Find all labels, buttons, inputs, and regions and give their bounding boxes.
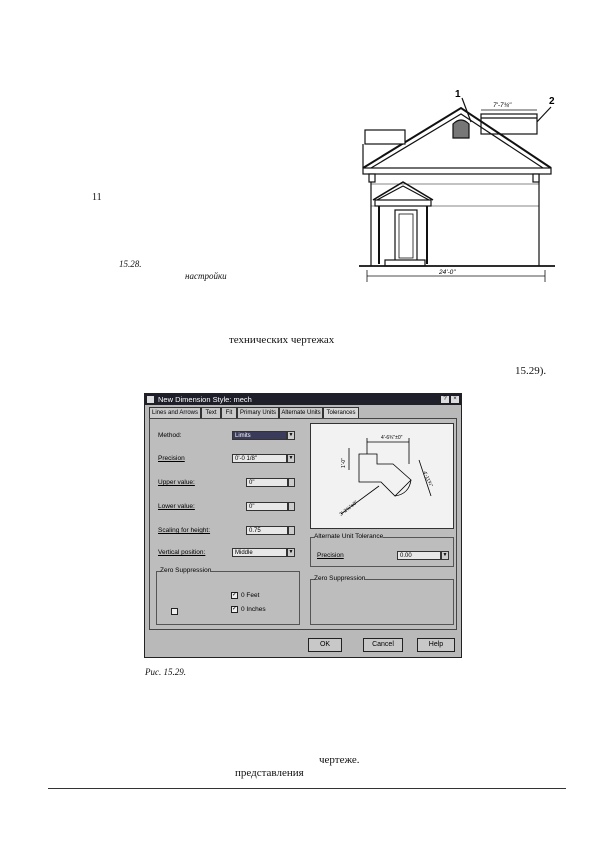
footer-rule xyxy=(48,788,566,789)
zero-suppression-right-label: Zero Suppression xyxy=(314,575,366,582)
help-button[interactable]: Help xyxy=(417,638,455,652)
dimension-style-dialog: New Dimension Style: mech ? × Lines and … xyxy=(144,393,462,658)
zero-suppression-left-group: Zero Suppression ✓ 0 Feet ✓ 0 Inches xyxy=(156,567,300,625)
scaling-height-spinner[interactable] xyxy=(288,526,295,535)
upper-value-input[interactable]: 0" xyxy=(246,478,288,487)
zero-suppression-right-group: Zero Suppression xyxy=(310,575,454,625)
alt-precision-dropdown-icon[interactable]: ▼ xyxy=(441,551,449,560)
precision-dropdown-icon[interactable]: ▼ xyxy=(287,454,295,463)
close-icon[interactable]: × xyxy=(451,396,459,403)
roof-dimension-label: 7'-7¾" xyxy=(493,102,512,109)
dimension-preview: 4'-6¾"±0" 4'-11¾" 3'-2⅝"±0" 1'-0" xyxy=(310,423,454,529)
alternate-unit-tolerance-group: Alternate Unit Tolerance Precision 0.00 … xyxy=(310,533,454,567)
method-label: Method: xyxy=(158,432,182,439)
house-elevation-figure: 1 2 7'-7¾" 24'-0" xyxy=(359,90,555,282)
upper-value-spinner[interactable] xyxy=(288,478,295,487)
precision-label: Precision xyxy=(158,455,185,462)
alt-precision-label: Precision xyxy=(317,552,344,559)
tab-tolerances[interactable]: Tolerances xyxy=(323,407,359,419)
zero-suppression-left-label: Zero Suppression xyxy=(160,567,212,574)
preview-drawing: 4'-6¾"±0" 4'-11¾" 3'-2⅝"±0" 1'-0" xyxy=(339,435,434,518)
alternate-unit-tolerance-label: Alternate Unit Tolerance xyxy=(314,533,384,540)
lower-value-spinner[interactable] xyxy=(288,502,295,511)
preview-dim-left: 1'-0" xyxy=(341,458,347,468)
footer-text-line-2: представления xyxy=(235,767,304,779)
width-dimension-label: 24'-0" xyxy=(438,269,456,276)
lower-value-label: Lower value: xyxy=(158,503,195,510)
upper-value-label: Upper value: xyxy=(158,479,195,486)
side-number: 11 xyxy=(92,192,102,203)
vertical-position-label: Vertical position: xyxy=(158,549,206,556)
leading-checkbox[interactable] xyxy=(171,608,178,615)
figure-15-28-number: 15.28. xyxy=(119,259,142,269)
method-dropdown-icon[interactable]: ▼ xyxy=(287,431,295,440)
dialog-title-bar: New Dimension Style: mech ? × xyxy=(145,394,461,405)
preview-dim-diagonal: 3'-2⅝"±0" xyxy=(339,500,360,518)
figure-reference: 15.29). xyxy=(515,365,547,377)
alt-precision-select[interactable]: 0.00 xyxy=(397,551,441,560)
callout-2: 2 xyxy=(549,96,555,107)
zero-inches-checkbox[interactable]: ✓ xyxy=(231,606,238,613)
figure-15-28-caption: настройки xyxy=(185,271,227,281)
body-text-line-1: технических чертежах xyxy=(229,334,335,346)
vertical-position-dropdown-icon[interactable]: ▼ xyxy=(287,548,295,557)
ok-button[interactable]: OK xyxy=(308,638,342,652)
method-select[interactable]: Limits xyxy=(232,431,287,440)
tab-primary-units[interactable]: Primary Units xyxy=(237,407,279,418)
preview-dim-top: 4'-6¾"±0" xyxy=(381,435,403,441)
callout-1: 1 xyxy=(455,90,461,100)
vertical-position-select[interactable]: Middle xyxy=(232,548,287,557)
figure-15-29-caption: Рис. 15.29. xyxy=(145,667,186,677)
scaling-height-input[interactable]: 0.75 xyxy=(246,526,288,535)
tab-text[interactable]: Text xyxy=(201,407,221,418)
tab-alternate-units[interactable]: Alternate Units xyxy=(279,407,323,418)
zero-feet-checkbox[interactable]: ✓ xyxy=(231,592,238,599)
precision-select[interactable]: 0'-0 1/8" xyxy=(232,454,287,463)
tab-fit[interactable]: Fit xyxy=(221,407,237,418)
help-icon[interactable]: ? xyxy=(441,396,449,403)
lower-value-input[interactable]: 0" xyxy=(246,502,288,511)
tolerances-panel: Method: Limits ▼ Precision 0'-0 1/8" ▼ U… xyxy=(149,418,457,630)
zero-inches-label: 0 Inches xyxy=(241,606,266,613)
footer-text-line-1: чертеже. xyxy=(319,754,360,766)
scaling-height-label: Scaling for height: xyxy=(158,527,211,534)
window-system-icon[interactable] xyxy=(147,396,154,403)
tab-lines-and-arrows[interactable]: Lines and Arrows xyxy=(149,407,201,418)
zero-feet-label: 0 Feet xyxy=(241,592,260,599)
dialog-title: New Dimension Style: mech xyxy=(158,395,252,404)
cancel-button[interactable]: Cancel xyxy=(363,638,403,652)
preview-dim-right: 4'-11¾" xyxy=(421,470,434,488)
